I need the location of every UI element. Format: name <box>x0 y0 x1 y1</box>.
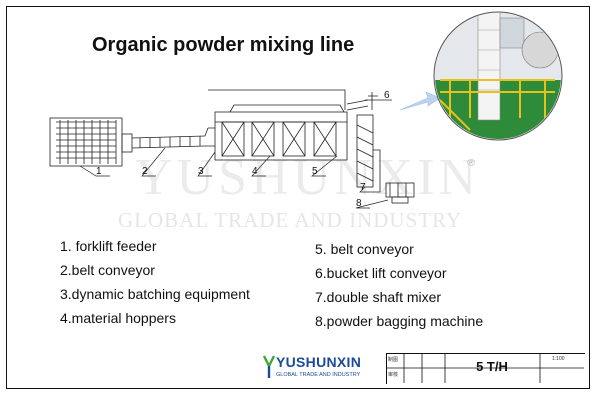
logo-wordmark: YUSHUNXIN <box>276 354 362 370</box>
legend-item: 8.powder bagging machine <box>315 313 484 329</box>
legend-left: 1. forklift feeder 2.belt conveyor 3.dyn… <box>60 234 250 330</box>
callout-leaders <box>79 99 392 209</box>
registered-mark-icon: ® <box>466 158 476 169</box>
belt-conveyor-5 <box>346 92 378 111</box>
callout-2: 2 <box>142 166 148 177</box>
diagram-title: Organic powder mixing line <box>92 34 355 56</box>
logo-mark-icon <box>262 355 276 378</box>
powder-bagging-machine <box>385 182 415 204</box>
title-block <box>386 353 585 384</box>
forklift-feeder <box>49 117 133 167</box>
watermark-tagline: GLOBAL TRADE AND INDUSTRY <box>118 208 463 232</box>
batching-hoppers <box>204 89 348 161</box>
title-block-cell-b: 审核 <box>388 372 399 378</box>
legend-item: 4.material hoppers <box>60 310 176 326</box>
callout-4: 4 <box>252 166 258 177</box>
callout-7: 7 <box>360 182 366 193</box>
legend-item: 1. forklift feeder <box>60 238 157 254</box>
title-block-grid <box>386 353 584 383</box>
watermark-brand: YUSHUNXIN <box>135 149 481 206</box>
belt-conveyor-2 <box>131 135 206 149</box>
inset-render-circle <box>433 11 563 141</box>
inset-pointer-arrow <box>399 91 441 111</box>
drawing-frame <box>6 6 590 389</box>
callout-8: 8 <box>356 198 362 209</box>
callout-6: 6 <box>384 90 390 101</box>
capacity-value: 5 T/H <box>476 359 508 374</box>
company-logo: YUSHUNXIN GLOBAL TRADE AND INDUSTRY <box>262 350 382 384</box>
callout-5: 5 <box>312 166 318 177</box>
legend-right: 5. belt conveyor 6.bucket lift conveyor … <box>315 237 483 333</box>
legend-item: 7.double shaft mixer <box>315 289 442 305</box>
scale-value: 1:100 <box>552 356 565 362</box>
legend-item: 5. belt conveyor <box>315 241 414 257</box>
title-block-cell-a: 制图 <box>388 357 399 363</box>
legend-item: 2.belt conveyor <box>60 262 155 278</box>
logo-tagline: GLOBAL TRADE AND INDUSTRY <box>276 372 361 378</box>
callout-3: 3 <box>198 166 204 177</box>
bucket-lift-mixer <box>356 114 381 193</box>
legend-item: 6.bucket lift conveyor <box>315 265 447 281</box>
callout-1: 1 <box>96 166 102 177</box>
legend-item: 3.dynamic batching equipment <box>60 286 250 302</box>
